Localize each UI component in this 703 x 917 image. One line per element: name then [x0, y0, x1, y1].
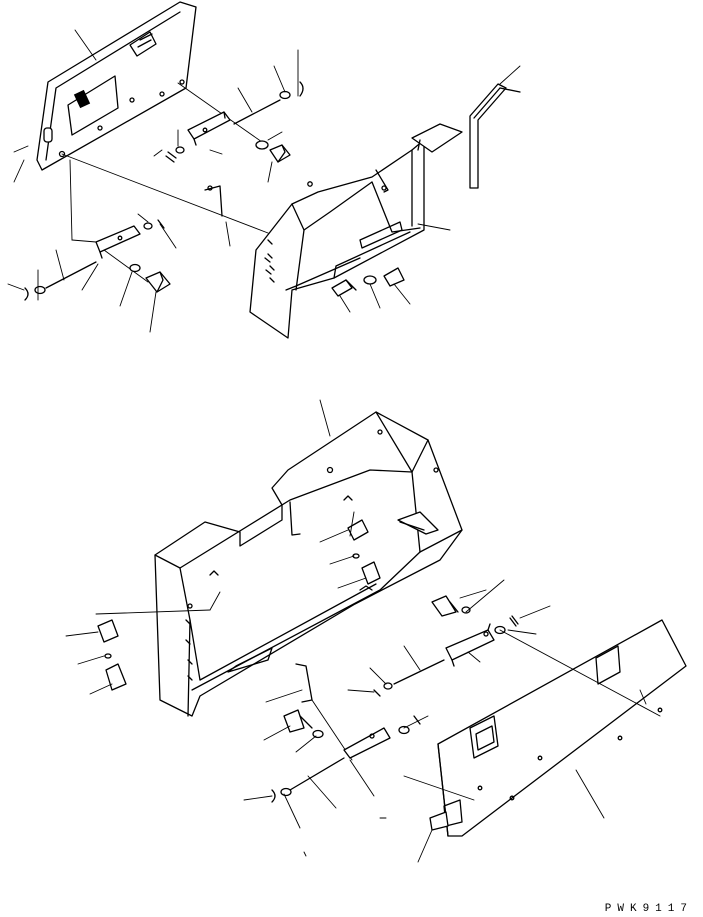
lower-exploded-view — [66, 400, 686, 862]
hinge-bolt-left — [284, 710, 420, 758]
bolt-lower — [130, 220, 170, 292]
bolt-upper — [256, 141, 290, 162]
front-cover-panel — [404, 620, 686, 836]
drawing-code: PWK9117 — [604, 903, 693, 915]
hinge-pin-lower — [25, 262, 96, 300]
cotter-pin-upper — [166, 147, 184, 162]
leader-lines-lower — [66, 400, 604, 862]
hinge-pin-upper — [234, 82, 303, 124]
stay-rod — [205, 186, 222, 216]
hinge-pin-bottom — [272, 758, 344, 802]
side-cover-panel — [37, 2, 196, 170]
seal-strip — [470, 84, 520, 188]
hinge-bracket-upper — [188, 112, 230, 145]
clip-left — [96, 592, 220, 690]
hinge-bracket-right — [374, 624, 494, 696]
hinge-bracket-lower — [96, 226, 140, 258]
assembly-guide-lines — [62, 83, 268, 282]
hinge-bolt-right — [432, 596, 518, 634]
clip-center — [348, 512, 380, 584]
console-frame-upper — [250, 124, 462, 338]
leader-lines-upper — [8, 30, 520, 332]
upper-exploded-view — [8, 2, 520, 338]
console-frame-lower — [155, 412, 462, 716]
